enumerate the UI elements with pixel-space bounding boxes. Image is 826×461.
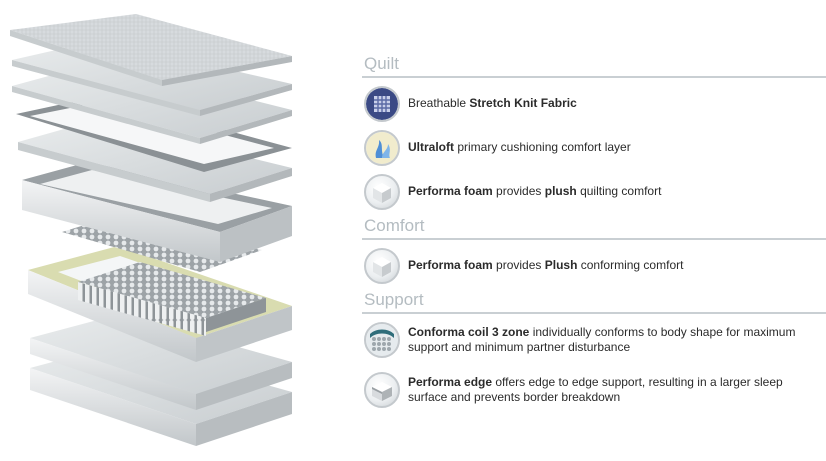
ultraloft-fiber-icon xyxy=(364,130,400,166)
mattress-exploded-view xyxy=(10,14,292,446)
legend-item-text: Conforma coil 3 zone individually confor… xyxy=(408,325,820,355)
bold-term: Ultraloft xyxy=(408,140,454,154)
comfort-foam-layer xyxy=(18,120,292,202)
legend-item: Ultraloft primary cushioning comfort lay… xyxy=(362,128,826,172)
description-text: Breathable xyxy=(408,96,470,110)
legend-item-text: Performa foam provides Plush conforming … xyxy=(408,258,820,273)
legend-item-text: Performa edge offers edge to edge suppor… xyxy=(408,375,820,405)
support-tray-layer xyxy=(22,162,292,262)
description-text: primary cushioning comfort layer xyxy=(454,140,631,154)
section-title: Quilt xyxy=(362,54,826,78)
foam-cube-icon xyxy=(364,248,400,284)
legend-item: Conforma coil 3 zone individually confor… xyxy=(362,320,826,370)
legend-item-text: Breathable Stretch Knit Fabric xyxy=(408,96,820,111)
bold-term: Performa foam xyxy=(408,258,493,272)
bold-term: Plush xyxy=(544,258,578,272)
description-text: offers edge to edge support, resulting i… xyxy=(408,375,783,404)
quilt-frame xyxy=(16,96,292,172)
legend-item: Performa foam provides Plush conforming … xyxy=(362,246,826,290)
bold-term: Conforma coil 3 zone xyxy=(408,325,530,339)
edge-foam-icon xyxy=(364,372,400,408)
bold-term: Performa foam xyxy=(408,184,493,198)
bold-term: plush xyxy=(544,184,577,198)
knit-fabric-icon xyxy=(364,86,400,122)
knit-fabric-top-layer xyxy=(10,14,292,86)
description-text: conforming comfort xyxy=(577,258,684,272)
description-text: provides xyxy=(492,184,545,198)
foam-cube-icon xyxy=(364,174,400,210)
legend-item: Performa foam provides plush quilting co… xyxy=(362,172,826,216)
legend-item: Breathable Stretch Knit Fabric xyxy=(362,84,826,128)
mattress-layer-stack xyxy=(0,0,310,456)
section-title: Comfort xyxy=(362,216,826,240)
legend-item-text: Performa foam provides plush quilting co… xyxy=(408,184,820,199)
section-title: Support xyxy=(362,290,826,314)
coil-springs-icon xyxy=(364,322,400,358)
description-text: quilting comfort xyxy=(576,184,662,198)
coil-spring-unit xyxy=(78,262,266,336)
legend-item: Performa edge offers edge to edge suppor… xyxy=(362,370,826,420)
description-text: provides xyxy=(492,258,545,272)
base-layer-2 xyxy=(30,314,292,410)
bold-term: Performa edge xyxy=(408,375,493,389)
description-text: individually conforms to body shape for … xyxy=(408,325,796,354)
legend-item-text: Ultraloft primary cushioning comfort lay… xyxy=(408,140,820,155)
bold-term: Stretch Knit Fabric xyxy=(469,96,577,110)
